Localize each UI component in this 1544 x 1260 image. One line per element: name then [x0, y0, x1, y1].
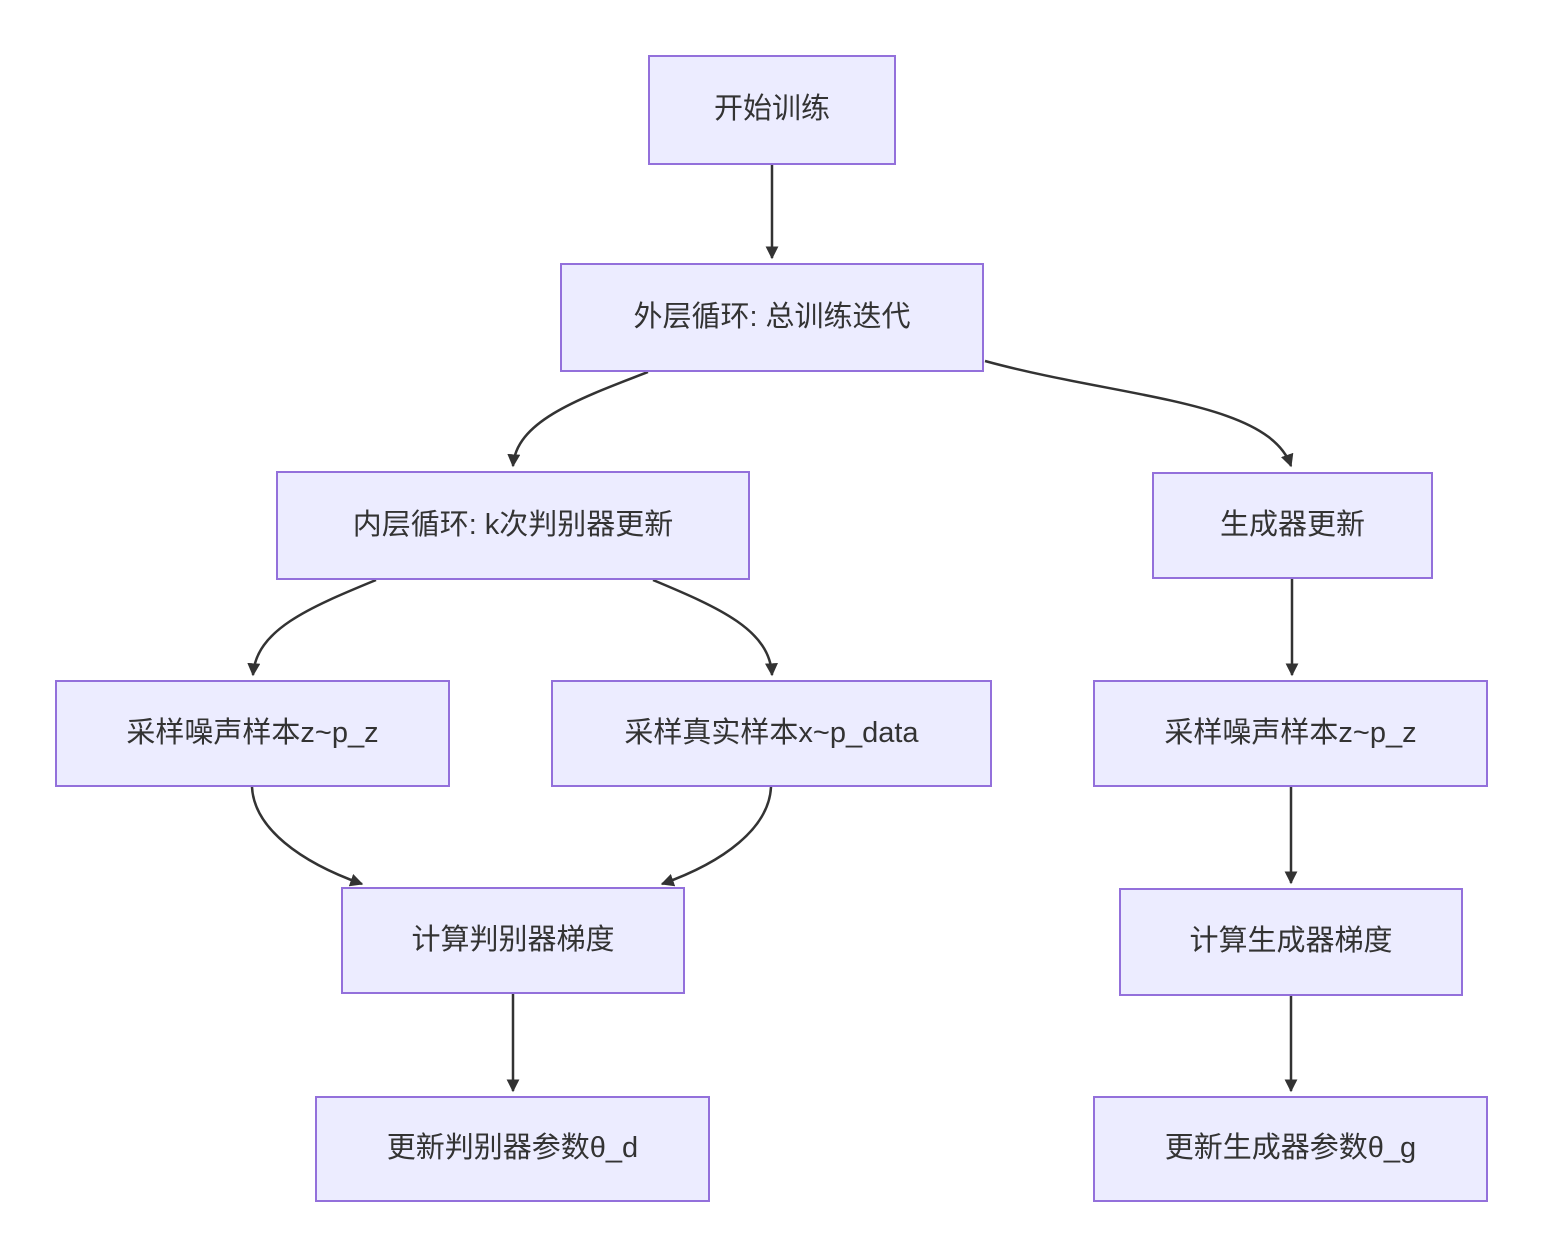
node-sample-real-label: 采样真实样本x~p_data: [624, 716, 919, 749]
node-start-training-label: 开始训练: [713, 93, 830, 126]
node-gen-param-update-label: 更新生成器参数θ_g: [1164, 1132, 1417, 1165]
node-sample-noise-discriminator: 采样噪声样本z~p_z: [55, 680, 450, 787]
node-start-training: 开始训练: [648, 55, 896, 165]
node-outer-loop: 外层循环: 总训练迭代: [560, 263, 984, 372]
edge-sample-real-to-disc-gradient: [660, 786, 773, 887]
node-disc-gradient-label: 计算判别器梯度: [411, 923, 615, 956]
node-gen-gradient: 计算生成器梯度: [1119, 888, 1463, 996]
node-sample-noise-discriminator-label: 采样噪声样本z~p_z: [126, 716, 379, 749]
edge-outer-to-inner: [507, 370, 649, 468]
node-inner-loop: 内层循环: k次判别器更新: [276, 471, 750, 580]
node-generator-update-label: 生成器更新: [1219, 508, 1365, 541]
node-disc-param-update-label: 更新判别器参数θ_d: [386, 1132, 639, 1165]
edge-sample-noise-d-to-disc-gradient: [250, 786, 364, 887]
edge-inner-to-sample-real: [652, 578, 778, 677]
node-sample-real: 采样真实样本x~p_data: [551, 680, 992, 787]
node-sample-noise-generator: 采样噪声样本z~p_z: [1093, 680, 1488, 787]
node-disc-gradient: 计算判别器梯度: [341, 887, 685, 994]
node-inner-loop-label: 内层循环: k次判别器更新: [352, 508, 674, 541]
node-generator-update: 生成器更新: [1152, 472, 1433, 579]
edge-outer-to-generator-update: [984, 359, 1294, 468]
node-gen-param-update: 更新生成器参数θ_g: [1093, 1096, 1488, 1202]
edge-inner-to-sample-noise-d: [247, 578, 377, 677]
node-disc-param-update: 更新判别器参数θ_d: [315, 1096, 710, 1202]
node-sample-noise-generator-label: 采样噪声样本z~p_z: [1164, 716, 1417, 749]
node-gen-gradient-label: 计算生成器梯度: [1189, 925, 1393, 958]
node-outer-loop-label: 外层循环: 总训练迭代: [633, 300, 911, 333]
